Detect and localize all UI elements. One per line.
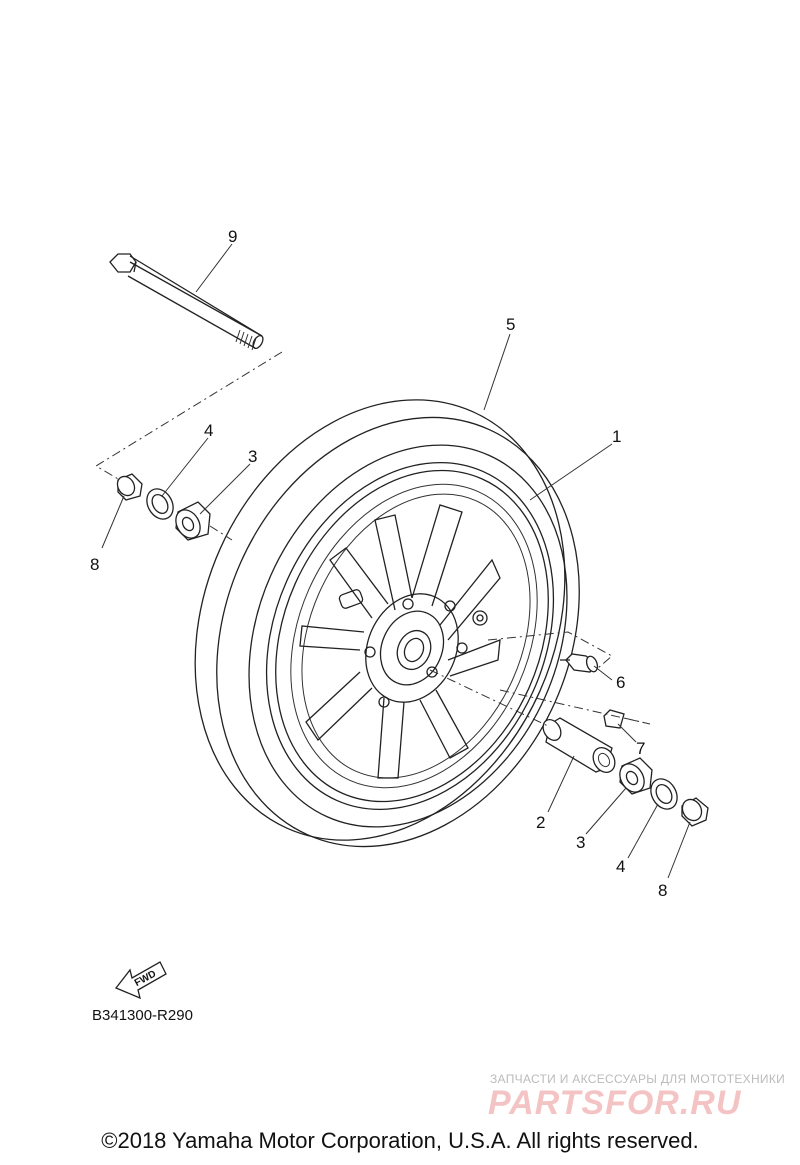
- wheel-spokes: [299, 504, 501, 779]
- diagram-code: B341300-R290: [92, 1007, 193, 1024]
- callout-labels: 9 5 1 4 3 8 6 7 2 3 4 8: [90, 227, 667, 900]
- oil-seal-right: [650, 778, 678, 810]
- balance-weight: [603, 709, 625, 729]
- callout-3-left: 3: [248, 447, 257, 466]
- leader-lines: [101, 243, 691, 879]
- callout-3-right: 3: [576, 833, 585, 852]
- oil-seal-left: [146, 488, 174, 520]
- collar-right: [681, 797, 709, 827]
- callout-6: 6: [616, 673, 625, 692]
- callout-1: 1: [612, 427, 621, 446]
- callout-8-left: 8: [90, 555, 99, 574]
- collar-left: [116, 473, 143, 501]
- callout-4-left: 4: [204, 421, 213, 440]
- wheel-hub: [364, 593, 488, 708]
- callout-5: 5: [506, 315, 515, 334]
- callout-2: 2: [536, 813, 545, 832]
- tire: [194, 399, 580, 848]
- bearing-left: [175, 501, 211, 541]
- watermark-brand: PARTSFOR.RU: [488, 1084, 742, 1122]
- callout-8-right: 8: [658, 881, 667, 900]
- bearing-right: [619, 757, 653, 795]
- fwd-arrow-icon: FWD: [114, 961, 167, 1000]
- watermark-tagline: ЗАПЧАСТИ И АКСЕССУАРЫ ДЛЯ МОТОТЕХНИКИ: [490, 1072, 786, 1086]
- spacer-collar-right: [542, 717, 616, 773]
- axle-shaft: [109, 253, 264, 351]
- callout-7: 7: [636, 739, 645, 758]
- callout-4-right: 4: [616, 857, 625, 876]
- callout-9: 9: [228, 227, 237, 246]
- valve-stem: [560, 653, 599, 673]
- copyright-notice: ©2018 Yamaha Motor Corporation, U.S.A. A…: [101, 1128, 699, 1153]
- rim: [265, 461, 555, 811]
- assembly-dashed-lines: [95, 351, 651, 727]
